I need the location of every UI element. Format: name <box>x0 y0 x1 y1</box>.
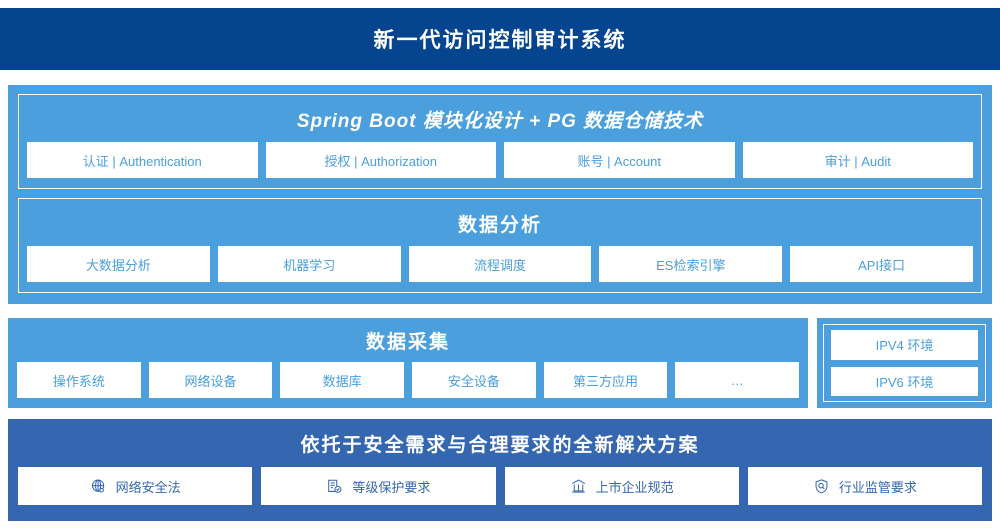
chip-classified-protection[interactable]: 等级保护要求 <box>261 467 496 505</box>
chip-audit[interactable]: 审计 | Audit <box>742 142 973 178</box>
chip-api-interface[interactable]: API接口 <box>790 246 973 282</box>
chip-security-device[interactable]: 安全设备 <box>412 362 536 398</box>
page-header: 新一代访问控制审计系统 <box>0 8 1000 70</box>
chip-ipv4-environment[interactable]: IPV4 环境 <box>831 330 978 360</box>
platform-layer: Spring Boot 模块化设计 + PG 数据仓储技术 认证 | Authe… <box>8 85 992 304</box>
bank-icon <box>570 478 587 495</box>
chip-label: 等级保护要求 <box>352 479 431 495</box>
chip-industry-regulation[interactable]: 行业监管要求 <box>747 467 982 505</box>
chip-cybersecurity-law[interactable]: 网络安全法 <box>18 467 253 505</box>
chip-row-data-collection: 操作系统 网络设备 数据库 安全设备 第三方应用 … <box>17 362 800 398</box>
group-title-compliance: 依托于安全需求与合理要求的全新解决方案 <box>300 435 700 456</box>
chip-network-device[interactable]: 网络设备 <box>148 362 273 398</box>
chip-ipv6-environment[interactable]: IPV6 环境 <box>831 366 978 396</box>
chip-row-data-analysis: 大数据分析 机器学习 流程调度 ES检索引擎 API接口 <box>27 246 973 282</box>
group-title-data-analysis: 数据分析 <box>457 215 542 236</box>
environment-block: IPV4 环境 IPV6 环境 <box>817 318 992 408</box>
chip-process-scheduling[interactable]: 流程调度 <box>408 246 592 282</box>
chip-listed-enterprise-standard[interactable]: 上市企业规范 <box>504 467 739 505</box>
shield-search-icon <box>813 478 830 495</box>
chip-machine-learning[interactable]: 机器学习 <box>217 246 401 282</box>
compliance-layer: 依托于安全需求与合理要求的全新解决方案 网络安全法 <box>8 419 992 521</box>
page-title: 新一代访问控制审计系统 <box>373 29 627 52</box>
chip-row-spring-boot: 认证 | Authentication 授权 | Authorization 账… <box>27 142 973 178</box>
environment-inner: IPV4 环境 IPV6 环境 <box>823 324 986 402</box>
chip-operating-system[interactable]: 操作系统 <box>17 362 141 398</box>
chip-label: 上市企业规范 <box>595 479 674 495</box>
group-title-spring-boot: Spring Boot 模块化设计 + PG 数据仓储技术 <box>296 111 704 132</box>
chip-row-compliance: 网络安全法 等级保护要求 <box>18 467 982 505</box>
chip-label: 行业监管要求 <box>838 479 917 495</box>
chip-third-party-application[interactable]: 第三方应用 <box>543 362 668 398</box>
chip-es-search-engine[interactable]: ES检索引擎 <box>599 246 783 282</box>
chip-authentication[interactable]: 认证 | Authentication <box>27 142 258 178</box>
group-spring-boot: Spring Boot 模块化设计 + PG 数据仓储技术 认证 | Authe… <box>18 94 982 189</box>
chip-big-data-analysis[interactable]: 大数据分析 <box>27 246 210 282</box>
chip-label: 网络安全法 <box>115 479 181 495</box>
chip-more-ellipsis[interactable]: … <box>675 362 800 398</box>
globe-icon <box>90 478 107 495</box>
group-title-data-collection: 数据采集 <box>365 332 450 353</box>
data-collection-block: 数据采集 操作系统 网络设备 数据库 安全设备 第三方应用 … <box>8 318 808 408</box>
group-data-analysis: 数据分析 大数据分析 机器学习 流程调度 ES检索引擎 API接口 <box>18 198 982 293</box>
chip-account[interactable]: 账号 | Account <box>504 142 735 178</box>
document-check-icon <box>326 478 343 495</box>
chip-authorization[interactable]: 授权 | Authorization <box>265 142 496 178</box>
chip-database[interactable]: 数据库 <box>280 362 405 398</box>
collection-layer: 数据采集 操作系统 网络设备 数据库 安全设备 第三方应用 … IPV4 环境 … <box>8 318 992 408</box>
